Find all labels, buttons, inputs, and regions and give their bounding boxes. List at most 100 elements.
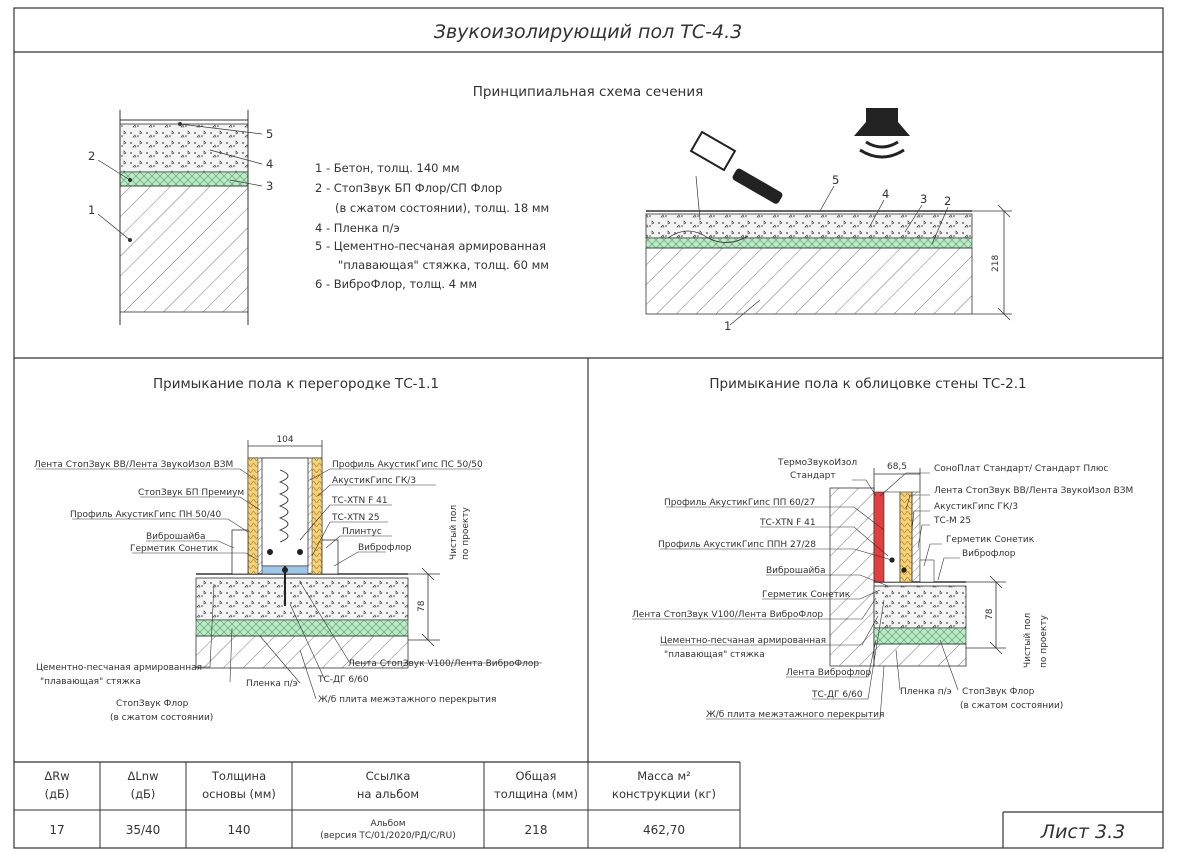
label-lenta-vv: Лента СтопЗвук ВВ/Лента ЗвукоИзол ВЗМ	[34, 460, 233, 470]
td-mass: 462,70	[643, 823, 685, 837]
section-large-callout-3: 3	[920, 192, 927, 206]
label-sonoplat: СоноПлат Стандарт/ Стандарт Плюс	[934, 464, 1108, 474]
section-small-callout-4: 4	[266, 157, 273, 171]
legend-item: (в сжатом состоянии), толщ. 18 мм	[335, 201, 549, 215]
detail-right-drawing	[632, 468, 1006, 720]
label-plenka: Пленка п/э	[900, 687, 952, 697]
th-thick-2: основы (мм)	[202, 787, 276, 801]
td-thick: 140	[228, 823, 251, 837]
th-total-1: Общая	[516, 769, 557, 783]
td-dlnw: 35/40	[126, 823, 161, 837]
section-large-callout-4: 4	[882, 187, 889, 201]
label-stopzvuk-bp: СтопЗвук БП Премиум	[138, 488, 244, 498]
detail-right-title: Примыкание пола к облицовке стены ТС-2.1	[709, 376, 1026, 392]
label-lenta-v100: Лента СтопЗвук V100/Лента ВиброФлор	[632, 610, 823, 620]
label-stopzvuk-flor: СтопЗвук Флор	[116, 699, 189, 709]
detail-left-drawing	[36, 440, 542, 700]
section-large-dim-total: 218	[991, 255, 1001, 272]
label-screed-2: "плавающая" стяжка	[40, 677, 141, 687]
label-vibroflor: Виброфлор	[358, 543, 412, 553]
section-large-callout-5: 5	[832, 173, 839, 187]
label-screed-1: Цементно-песчаная армированная	[36, 663, 202, 673]
section-small-callout-5: 5	[266, 127, 273, 141]
detail-right-labels: ТермоЗвукоИзол Стандарт Профиль АкустикГ…	[632, 458, 1133, 720]
spec-table: ΔRw (дБ) ΔLnw (дБ) Толщина основы (мм) С…	[14, 762, 741, 848]
section-title: Принципиальная схема сечения	[473, 84, 703, 100]
detail-right-dim-screed: 78	[985, 608, 995, 620]
section-legend: 1 - Бетон, толщ. 140 мм 2 - СтопЗвук БП …	[315, 161, 549, 291]
legend-item: 6 - ВиброФлор, толщ. 4 мм	[315, 277, 477, 291]
th-mass-1: Масса м²	[637, 769, 691, 783]
section-large-callout-1: 1	[724, 319, 731, 333]
detail-right-dim-width: 68,5	[887, 462, 907, 472]
detail-left-clean-floor-2: по проекту	[461, 506, 471, 560]
label-ts-dg: ТС-ДГ 6/60	[811, 690, 863, 700]
sheet-label: Лист 3.3	[1040, 821, 1125, 843]
detail-right-clean-floor-2: по проекту	[1039, 614, 1049, 668]
label-ts-dg: ТС-ДГ 6/60	[317, 675, 369, 685]
label-lenta-vibroflor: Лента Виброфлор	[786, 668, 872, 678]
th-drw-2: (дБ)	[45, 787, 70, 801]
th-ref-1: Ссылка	[366, 769, 411, 783]
label-compressed: (в сжатом состоянии)	[960, 701, 1063, 711]
th-dlnw-2: (дБ)	[131, 787, 156, 801]
speaker-icon	[854, 108, 910, 159]
th-ref-2: на альбом	[357, 787, 419, 801]
detail-left-dim-width: 104	[276, 435, 293, 445]
label-termozvukoizol: ТермоЗвукоИзол	[777, 458, 857, 468]
label-screed-1: Цементно-песчаная армированная	[660, 636, 826, 646]
legend-item: 1 - Бетон, толщ. 140 мм	[315, 161, 460, 175]
label-standart: Стандарт	[790, 471, 836, 481]
label-stopzvuk-flor: СтопЗвук Флор	[962, 687, 1035, 697]
td-drw: 17	[49, 823, 64, 837]
label-vibroshaiba: Виброшайба	[766, 566, 825, 576]
label-xtn-f41: ТС-XTN F 41	[759, 518, 816, 528]
detail-left-dim-screed: 78	[417, 600, 427, 612]
label-vibroshaiba: Виброшайба	[146, 532, 205, 542]
th-drw-1: ΔRw	[44, 769, 69, 783]
td-ref-2: (версия ТС/01/2020/РД/С/RU)	[320, 831, 456, 841]
section-large-callout-2: 2	[944, 194, 951, 208]
label-compressed: (в сжатом состоянии)	[110, 713, 213, 723]
label-screed-2: "плавающая" стяжка	[664, 650, 765, 660]
label-akustikgips: АкустикГипс ГК/3	[332, 476, 416, 486]
section-small-callout-1: 1	[88, 203, 95, 217]
label-vibroflor: Виброфлор	[962, 549, 1016, 559]
section-large-drawing	[645, 108, 1012, 326]
section-small-callout-3: 3	[266, 179, 273, 193]
label-germetik-2: Герметик Сонетик	[946, 535, 1035, 545]
label-akustikgips: АкустикГипс ГК/3	[934, 502, 1018, 512]
label-profile-pn: Профиль АкустикГипс ПН 50/40	[70, 510, 221, 520]
label-xtn-25: ТС-XTN 25	[331, 513, 380, 523]
label-germetik: Герметик Сонетик	[762, 590, 851, 600]
label-germetik: Герметик Сонетик	[130, 544, 219, 554]
label-profile-ps: Профиль АкустикГипс ПС 50/50	[332, 460, 483, 470]
label-xtn-f41: ТС-XTN F 41	[331, 496, 388, 506]
label-slab: Ж/б плита межэтажного перекрытия	[706, 710, 884, 720]
label-plenka: Пленка п/э	[246, 679, 298, 689]
section-small-drawing	[97, 110, 263, 325]
label-profile-ppn: Профиль АкустикГипс ППН 27/28	[658, 540, 816, 550]
label-ts-m25: ТС-М 25	[933, 516, 971, 526]
detail-left-title: Примыкание пола к перегородке ТС-1.1	[153, 376, 439, 392]
label-lenta-v100: Лента СтопЗвук V100/Лента ВиброФлор	[348, 659, 539, 669]
label-plintus: Плинтус	[342, 527, 382, 537]
td-ref-1: Альбом	[370, 819, 405, 829]
detail-right-clean-floor-1: Чистый пол	[1023, 613, 1033, 668]
label-lenta-vv: Лента СтопЗвук ВВ/Лента ЗвукоИзол ВЗМ	[934, 486, 1133, 496]
detail-left-labels: Лента СтопЗвук ВВ/Лента ЗвукоИзол ВЗМ Ст…	[34, 460, 539, 723]
th-mass-2: конструкции (кг)	[612, 787, 716, 801]
th-dlnw-1: ΔLnw	[128, 769, 159, 783]
sheet-title: Звукоизолирующий пол ТС-4.3	[434, 21, 742, 43]
label-slab: Ж/б плита межэтажного перекрытия	[318, 695, 496, 705]
th-total-2: толщина (мм)	[494, 787, 578, 801]
legend-item: 5 - Цементно-песчаная армированная	[315, 239, 546, 253]
section-small-callout-2: 2	[88, 149, 95, 163]
th-thick-1: Толщина	[211, 769, 266, 783]
legend-item: "плавающая" стяжка, толщ. 60 мм	[338, 258, 549, 272]
legend-item: 4 - Пленка п/э	[315, 221, 400, 235]
td-total: 218	[525, 823, 548, 837]
detail-left-clean-floor-1: Чистый пол	[449, 505, 459, 560]
legend-item: 2 - СтопЗвук БП Флор/СП Флор	[315, 181, 502, 195]
